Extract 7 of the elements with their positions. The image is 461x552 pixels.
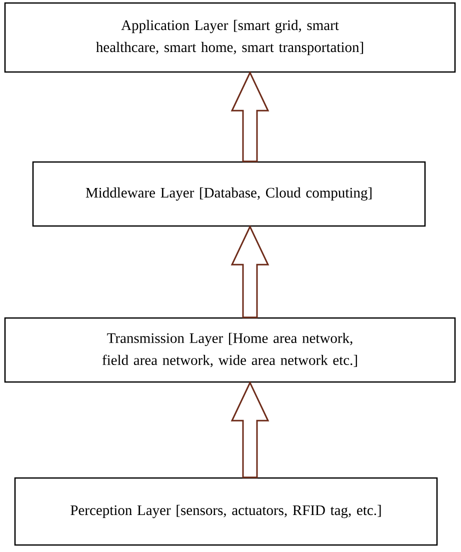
layer-box: Middleware Layer [Database, Cloud computing] <box>32 161 426 227</box>
block-arrow <box>230 70 270 162</box>
block-arrow <box>230 380 270 478</box>
layer-box: Perception Layer [sensors, actuators, RFID tag, etc.] <box>14 477 438 546</box>
block-arrow <box>230 224 270 318</box>
layer-box: Transmission Layer [Home area network, field area network, wide area network etc.] <box>4 317 456 383</box>
layer-box: Application Layer [smart grid, smart healthcare, smart home, smart transportation] <box>4 2 456 73</box>
